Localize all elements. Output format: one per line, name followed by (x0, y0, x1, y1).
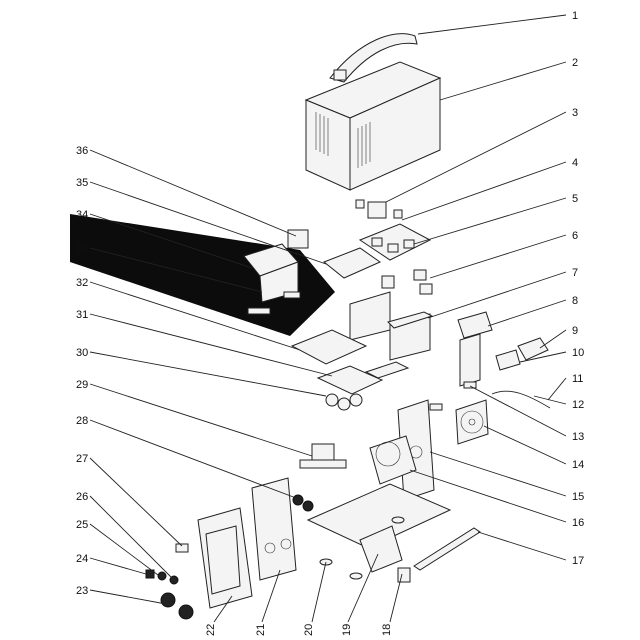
callout-25: 25 (76, 519, 88, 531)
callout-14: 14 (572, 459, 584, 471)
callout-30: 30 (76, 347, 88, 359)
callout-26: 26 (76, 491, 88, 503)
callout-24: 24 (76, 553, 88, 565)
callout-10: 10 (572, 347, 584, 359)
part-output-terminals (292, 494, 314, 512)
part-inductor (299, 443, 347, 469)
callout-20: 20 (303, 624, 315, 636)
callout-32: 32 (76, 277, 88, 289)
callouts-bottom: 18 19 20 21 22 (205, 624, 393, 636)
callout-6: 6 (572, 230, 578, 242)
callout-31: 31 (76, 309, 88, 321)
callout-19: 19 (341, 624, 353, 636)
callout-29: 29 (76, 379, 88, 391)
callout-9: 9 (572, 325, 578, 337)
callout-11: 11 (572, 373, 583, 385)
part-small-knobs (145, 569, 179, 585)
part-clips (429, 381, 477, 411)
part-fan (455, 399, 489, 445)
part-bracket (457, 311, 493, 387)
callout-2: 2 (572, 57, 578, 69)
part-insulator-plate (290, 329, 368, 365)
part-label (175, 543, 189, 553)
part-small-block (397, 567, 411, 583)
callout-36: 36 (76, 145, 88, 157)
callout-1: 1 (572, 10, 578, 22)
part-cable (491, 390, 551, 409)
callouts-right: 1 2 3 4 5 6 7 8 9 10 11 12 13 14 15 16 1… (572, 10, 584, 567)
part-control-board (358, 223, 432, 261)
callout-22: 22 (205, 624, 217, 636)
callout-3: 3 (572, 107, 578, 119)
part-feet (319, 516, 405, 580)
callout-16: 16 (572, 517, 584, 529)
part-small-transformer (355, 199, 403, 219)
part-terminals (413, 269, 433, 295)
part-front-panel (197, 507, 253, 609)
part-capacitor-board (316, 361, 410, 411)
callout-5: 5 (572, 193, 578, 205)
callout-23: 23 (76, 585, 88, 597)
part-top-cover (304, 61, 442, 191)
part-connector-box (495, 337, 549, 371)
part-knobs (160, 592, 194, 620)
black-wedge-overlay (70, 214, 335, 336)
part-heat-sink-large (349, 291, 434, 361)
callouts-left: 23 24 25 26 27 28 29 30 31 32 33 34 35 3… (76, 145, 88, 597)
part-front-inner-panel (251, 477, 297, 581)
part-base-plate (306, 483, 452, 573)
part-ignition-board (323, 247, 395, 289)
callout-34: 34 (76, 209, 88, 221)
callout-4: 4 (572, 157, 578, 169)
callout-13: 13 (572, 431, 584, 443)
callout-8: 8 (572, 295, 578, 307)
callout-35: 35 (76, 177, 88, 189)
callout-7: 7 (572, 267, 578, 279)
callout-27: 27 (76, 453, 88, 465)
part-main-transformer (369, 435, 417, 485)
part-handle (329, 33, 418, 83)
callout-17: 17 (572, 555, 584, 567)
part-bracket-bar (413, 527, 481, 571)
leader-lines (89, 14, 567, 623)
callout-28: 28 (76, 415, 88, 427)
callout-18: 18 (381, 624, 393, 636)
callout-12: 12 (572, 399, 584, 411)
callout-15: 15 (572, 491, 584, 503)
callout-21: 21 (255, 624, 267, 636)
callout-33: 33 (76, 243, 88, 255)
